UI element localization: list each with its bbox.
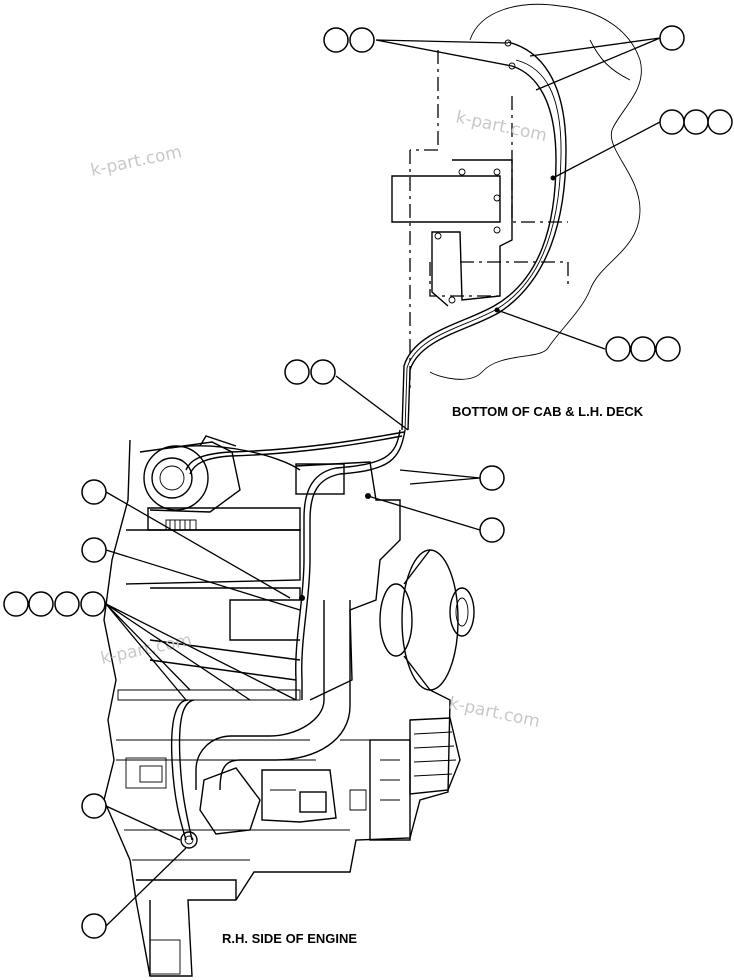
callout-group-engine-left — [3, 591, 106, 617]
alternator-fins — [413, 731, 457, 777]
cab-harness — [407, 41, 567, 431]
callout-group-cab-lower-right — [605, 336, 681, 362]
bolt-hole — [493, 226, 501, 234]
housing-plate — [369, 739, 411, 841]
callout-bubble[interactable] — [81, 479, 107, 505]
engine-view — [103, 429, 475, 977]
bolt-hole — [493, 168, 501, 176]
engine-view-label: R.H. SIDE OF ENGINE — [222, 931, 357, 946]
watermark: k-part.com — [447, 693, 542, 732]
harness-grommet — [180, 831, 198, 849]
crank-pulley-hub — [455, 597, 469, 627]
engine-harness-branch — [189, 435, 403, 475]
callout-bubble[interactable] — [630, 336, 656, 362]
callout-group-engine-bottom — [81, 913, 107, 939]
coil-spring — [165, 519, 197, 531]
lower-manifold — [261, 769, 337, 823]
engine-harness — [301, 429, 406, 700]
cab-floor-fold — [589, 39, 631, 81]
callout-group-turbo — [81, 479, 107, 505]
cab-harness — [401, 65, 557, 431]
engine-harness-lower — [178, 699, 195, 841]
callout-group-cab-top-left — [323, 27, 375, 53]
callout-bubble[interactable] — [707, 109, 733, 135]
housing-detail — [380, 759, 400, 801]
bolt-hole — [493, 194, 501, 202]
sensor-block — [299, 791, 327, 813]
callout-bubble[interactable] — [605, 336, 631, 362]
bolt-hole — [458, 168, 466, 176]
callout-bubble[interactable] — [80, 591, 106, 617]
callout-bubble[interactable] — [479, 517, 505, 543]
callout-bubble[interactable] — [3, 591, 29, 617]
turbocharger-inlet — [159, 465, 185, 491]
coolant-hose — [219, 600, 351, 791]
crank-pulley-hub — [449, 587, 475, 637]
callout-bubble[interactable] — [284, 359, 310, 385]
callout-bubble[interactable] — [81, 537, 107, 563]
callout-bubble[interactable] — [81, 793, 107, 819]
cab-floor-outline — [429, 3, 642, 380]
belt — [403, 549, 431, 691]
engine-harness-branch — [185, 431, 405, 471]
intake-elbow — [199, 767, 261, 835]
turbocharger-inlet — [151, 457, 193, 499]
crank-pulley — [401, 549, 459, 691]
harness-grommet — [184, 835, 194, 845]
engine-block-outline — [103, 439, 451, 977]
alternator — [409, 717, 461, 795]
fan-pulley — [379, 583, 413, 657]
watermark: k-part.com — [454, 107, 549, 146]
callout-group-cab-mid-right — [659, 109, 733, 135]
turbocharger-body — [139, 441, 241, 513]
manifold — [149, 587, 301, 681]
engine-harness — [295, 429, 401, 700]
cab-view-label: BOTTOM OF CAB & L.H. DECK — [452, 404, 644, 419]
timing-housing — [295, 461, 401, 701]
callout-bubble[interactable] — [310, 359, 336, 385]
callout-bubble[interactable] — [323, 27, 349, 53]
callout-bubble[interactable] — [655, 336, 681, 362]
valve-box — [295, 463, 345, 495]
harness-tie — [299, 595, 305, 601]
coil-spring-lines — [169, 520, 191, 530]
coolant-hose — [195, 600, 325, 790]
block-box — [139, 765, 163, 783]
mounting-plate — [391, 175, 501, 223]
block-band — [117, 689, 301, 701]
callout-bubble[interactable] — [479, 465, 505, 491]
engine-details — [270, 739, 370, 811]
cab-frame-dashed — [409, 50, 439, 390]
callout-leaders — [105, 37, 661, 927]
callout-bubble[interactable] — [683, 109, 709, 135]
callout-bubble[interactable] — [54, 591, 80, 617]
engine-harness-lower — [170, 699, 189, 841]
callout-group-engine-lower-left — [81, 793, 107, 819]
oil-pan — [136, 879, 237, 976]
block-box — [125, 757, 167, 789]
block-box — [149, 939, 181, 975]
callout-group-cab-top-right — [659, 25, 685, 51]
callout-group-harness-clip — [284, 359, 336, 385]
bolt-hole — [448, 296, 456, 304]
turbocharger-housing — [143, 445, 209, 511]
callout-bubble[interactable] — [81, 913, 107, 939]
callout-bubble[interactable] — [28, 591, 54, 617]
cab-harness — [404, 59, 562, 431]
watermark: k-part.com — [99, 630, 194, 669]
callout-bubble[interactable] — [349, 27, 375, 53]
callout-bubble[interactable] — [659, 109, 685, 135]
callout-group-engine-mid-left — [81, 537, 107, 563]
bolt-hole — [434, 232, 442, 240]
rocker-cover — [125, 529, 301, 585]
mounting-flange — [431, 159, 513, 307]
callout-bubble[interactable] — [659, 25, 685, 51]
watermark: k-part.com — [89, 142, 184, 181]
callout-group-engine-right — [479, 517, 505, 543]
callout-group-engine-upper-right — [479, 465, 505, 491]
cab-deck-view — [391, 3, 642, 431]
